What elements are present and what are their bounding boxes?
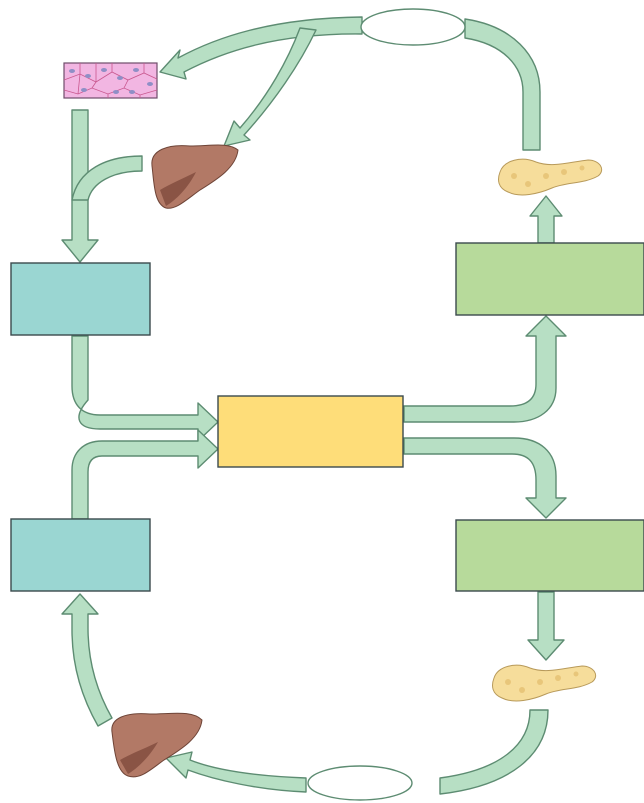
arrow-center-to-lower-right xyxy=(403,437,567,519)
arrow-pancreas-to-bottom-oval xyxy=(439,709,549,795)
pancreas-image-top xyxy=(498,158,603,196)
tissue-cells-image xyxy=(63,62,158,99)
upper-left-box xyxy=(10,262,151,336)
arrow-branch-to-liver xyxy=(223,27,317,147)
arrow-liver-to-lower-left-box xyxy=(61,593,113,727)
bottom-oval xyxy=(307,765,413,801)
arrow-lower-left-to-center xyxy=(71,429,219,520)
arrow-upper-left-to-center xyxy=(71,335,219,442)
center-box xyxy=(217,395,404,468)
arrow-liver-branch xyxy=(71,155,143,201)
top-oval xyxy=(360,8,466,46)
arrow-upper-right-to-pancreas xyxy=(529,195,563,244)
arrow-lower-right-to-pancreas xyxy=(527,591,565,661)
upper-right-box xyxy=(455,242,644,316)
arrow-pancreas-to-top-oval xyxy=(464,18,541,151)
arrow-center-to-upper-right xyxy=(403,315,567,423)
arrow-bottom-oval-to-liver xyxy=(165,751,307,793)
lower-left-box xyxy=(10,518,151,592)
lower-right-box xyxy=(455,519,644,592)
pancreas-image-bottom xyxy=(492,664,597,702)
arrow-oval-to-tissue xyxy=(159,16,363,80)
liver-image-bottom xyxy=(111,712,203,778)
liver-image-top xyxy=(151,144,239,209)
